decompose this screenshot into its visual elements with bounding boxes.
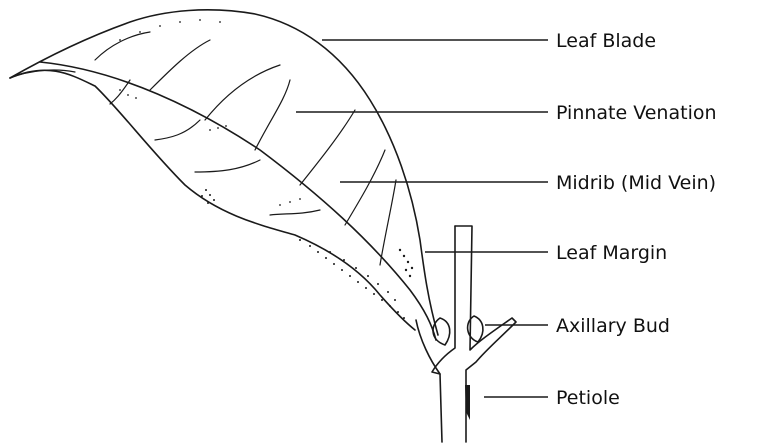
label-axillary-bud: Axillary Bud [556,315,670,337]
label-petiole: Petiole [556,387,620,409]
axillary-bud-drawing [433,316,483,345]
label-leaf-margin: Leaf Margin [556,242,667,264]
leaf-blade-drawing [10,10,438,335]
label-pinnate-venation: Pinnate Venation [556,102,717,124]
midrib-line [40,62,436,340]
pinnate-veins [95,32,396,265]
label-midrib: Midrib (Mid Vein) [556,172,716,194]
label-leaf-blade: Leaf Blade [556,30,656,52]
leaf-margin-stipple [119,19,413,319]
